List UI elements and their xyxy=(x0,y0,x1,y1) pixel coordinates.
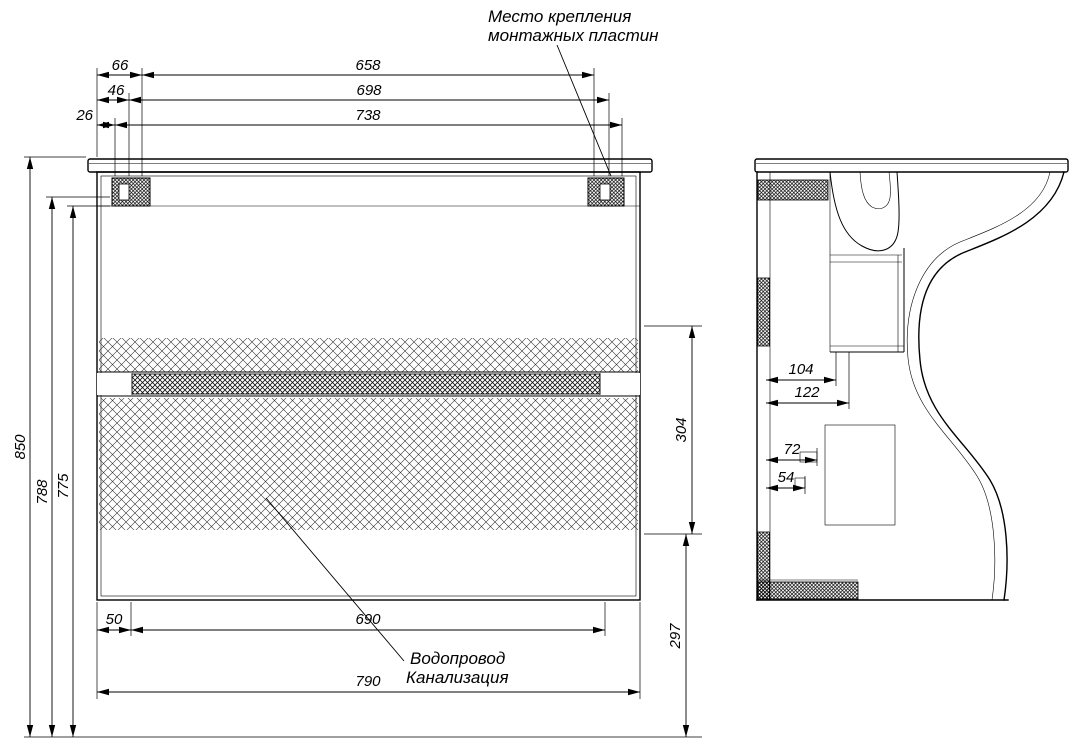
dim-104-label: 104 xyxy=(788,361,813,378)
mounting-rail-section xyxy=(757,179,829,201)
countertop-side xyxy=(754,158,1069,173)
dim-304: 304 xyxy=(673,326,696,534)
curved-front-profile xyxy=(906,171,1065,601)
note-mounting-line1: Место крепления xyxy=(488,7,631,26)
cabinet-body-front xyxy=(96,171,641,601)
countertop-front xyxy=(87,158,653,173)
dim-775: 775 xyxy=(55,206,77,737)
basin-section xyxy=(829,171,900,255)
dim-658-label: 658 xyxy=(355,57,381,74)
leader-mounting-plates xyxy=(556,44,612,177)
dim-54-label: 54 xyxy=(778,469,795,486)
dim-122: 122 xyxy=(766,384,849,407)
mounting-plate-left xyxy=(111,177,151,207)
dim-658: 658 xyxy=(142,57,594,79)
dim-698-label: 698 xyxy=(356,82,382,99)
dim-66-label: 66 xyxy=(112,57,129,74)
dim-850-label: 850 xyxy=(12,434,29,460)
dim-46: 46 xyxy=(97,82,129,104)
dim-297-label: 297 xyxy=(667,623,684,650)
slide-bracket-upper xyxy=(799,451,818,463)
drawer-box-upper xyxy=(829,248,905,353)
dim-788: 788 xyxy=(34,197,56,737)
dim-304-label: 304 xyxy=(673,417,690,442)
dim-788-label: 788 xyxy=(34,479,51,505)
bottom-panel-section xyxy=(757,581,859,600)
dim-690: 690 xyxy=(131,611,605,634)
note-mounting-plates: Место крепления монтажных пластин xyxy=(488,7,659,177)
dim-297: 297 xyxy=(667,534,690,737)
dim-104: 104 xyxy=(766,361,836,384)
dim-122-label: 122 xyxy=(794,384,820,401)
dim-698: 698 xyxy=(129,82,609,104)
dim-26: 26 xyxy=(75,107,115,129)
note-plumbing-line1: Водопровод xyxy=(410,649,505,668)
slide-bracket-lower xyxy=(794,477,806,489)
mounting-plate-right xyxy=(587,177,625,207)
dim-775-label: 775 xyxy=(55,473,72,499)
dim-26-label: 26 xyxy=(75,107,93,124)
front-view: 66 658 46 698 26 738 850 788 xyxy=(12,7,702,738)
dim-738-label: 738 xyxy=(355,107,381,124)
note-plumbing-line2: Канализация xyxy=(406,668,509,687)
dim-54: 54 xyxy=(766,469,805,492)
cabinet-body-side xyxy=(756,171,1065,601)
dim-66: 66 xyxy=(97,57,142,79)
dim-46-label: 46 xyxy=(108,82,125,99)
side-view: 104 122 72 54 xyxy=(754,158,1069,601)
drawer-divider xyxy=(97,371,640,397)
drawer-box-lower xyxy=(794,424,896,526)
dim-790-label: 790 xyxy=(355,673,381,690)
back-panel-section-upper xyxy=(757,277,770,347)
dim-50-label: 50 xyxy=(106,611,123,628)
dim-72-label: 72 xyxy=(784,441,801,458)
note-mounting-line2: монтажных пластин xyxy=(488,26,659,45)
dim-850: 850 xyxy=(12,157,34,737)
note-plumbing: Водопровод Канализация xyxy=(265,497,509,687)
dim-738: 738 xyxy=(115,107,622,129)
dim-50: 50 xyxy=(97,611,131,634)
leader-plumbing xyxy=(265,497,405,662)
dim-72: 72 xyxy=(766,441,817,464)
dim-790: 790 xyxy=(97,673,640,696)
